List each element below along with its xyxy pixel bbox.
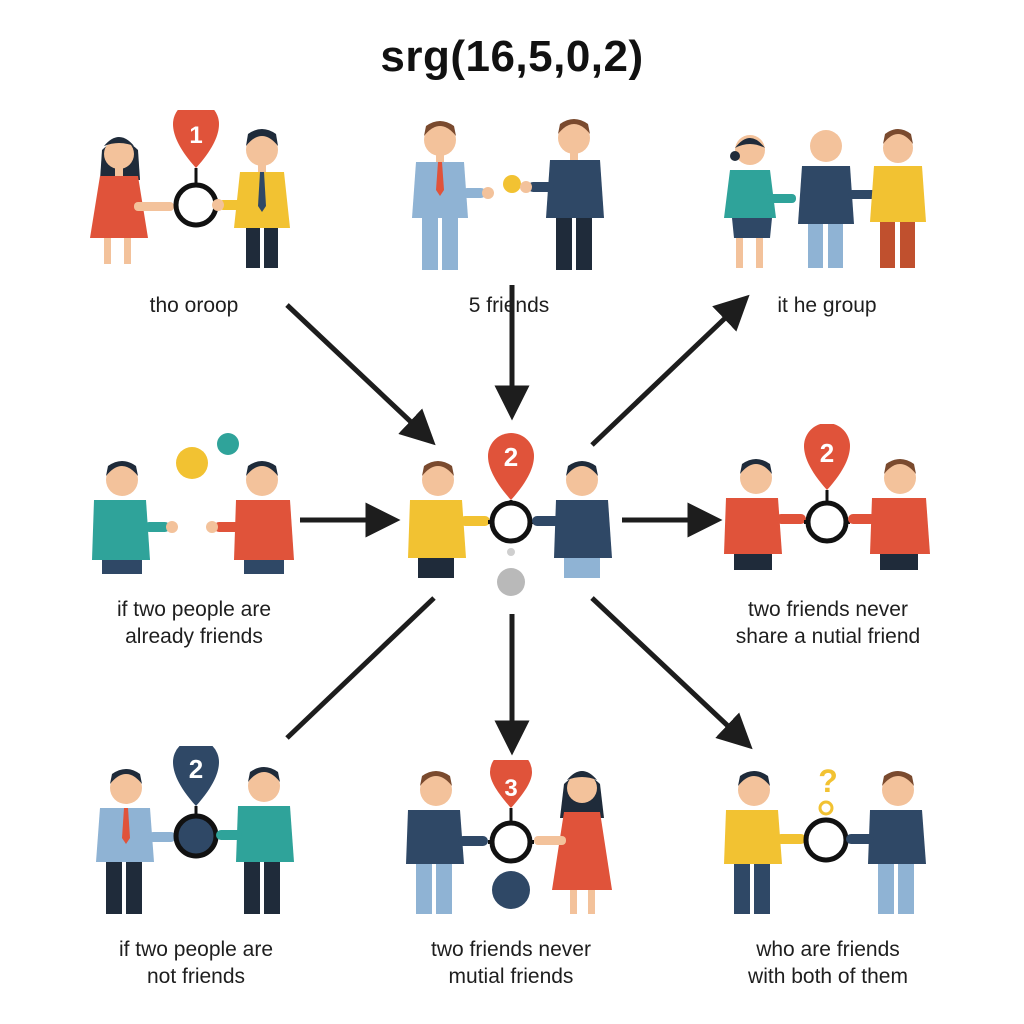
panel-top-left-art: 1 bbox=[90, 110, 290, 268]
panel-bottom-left-art: 2 bbox=[96, 746, 294, 914]
question-ring-icon: ? bbox=[803, 763, 852, 863]
man-teal-figure bbox=[92, 461, 178, 574]
man-navy-figure bbox=[406, 771, 488, 914]
man-yellow-figure bbox=[870, 129, 926, 268]
badge-number: 2 bbox=[189, 754, 203, 784]
man-yellow-figure bbox=[724, 771, 806, 914]
man-suit-figure bbox=[96, 769, 176, 914]
friendship-ring-icon: 2 bbox=[488, 433, 534, 596]
question-mark-icon: ? bbox=[818, 763, 838, 799]
bald-man-figure bbox=[798, 130, 876, 268]
man-navy-figure bbox=[532, 461, 612, 578]
caption-line: if two people are bbox=[116, 598, 272, 621]
caption-line: two friends never bbox=[748, 598, 908, 621]
line-center-to-bottom-left bbox=[285, 596, 436, 740]
man-suit-figure bbox=[412, 121, 494, 270]
caption-line: if two people are bbox=[118, 938, 274, 961]
panel-top-center-art bbox=[412, 119, 604, 270]
panel-middle-right-art: 2 bbox=[724, 424, 930, 570]
page-title: srg(16,5,0,2) bbox=[380, 32, 644, 81]
teal-dot-icon bbox=[217, 433, 239, 455]
caption-line: not friends bbox=[146, 965, 246, 988]
caption-bottom-center: two friends never mutial friends bbox=[392, 936, 630, 990]
caption-line: 5 friends bbox=[468, 294, 550, 317]
caption-top-center: 5 friends bbox=[402, 292, 616, 319]
caption-line: it he group bbox=[777, 294, 877, 317]
man-teal-figure bbox=[216, 767, 294, 914]
caption-top-left: tho oroop bbox=[82, 292, 306, 319]
friendship-ring-icon: 3 bbox=[488, 760, 534, 909]
arrow-top-left-to-center bbox=[285, 303, 436, 446]
girl-teal-figure bbox=[724, 135, 796, 268]
man-orange-figure-right bbox=[848, 459, 930, 570]
panel-bottom-right-art: ? bbox=[724, 763, 926, 914]
man-yellow-figure bbox=[408, 461, 490, 578]
friendship-ring-icon: 2 bbox=[173, 746, 219, 859]
panel-bottom-center-art: 3 bbox=[406, 760, 612, 914]
panel-top-right-art bbox=[724, 129, 926, 268]
woman-figure bbox=[90, 137, 174, 264]
badge-number: 2 bbox=[504, 442, 518, 472]
yellow-dot-icon bbox=[176, 447, 208, 479]
badge-number: 2 bbox=[820, 438, 834, 468]
caption-middle-left: if two people are already friends bbox=[88, 596, 300, 650]
man-orange-figure bbox=[206, 461, 294, 574]
caption-line: with both of them bbox=[748, 965, 908, 988]
caption-line: tho oroop bbox=[149, 294, 239, 317]
arrow-center-to-bottom-right bbox=[590, 596, 753, 750]
caption-line: mutial friends bbox=[448, 965, 574, 988]
caption-bottom-right: who are friends with both of them bbox=[712, 936, 944, 990]
caption-line: who are friends bbox=[756, 938, 900, 961]
panel-middle-left-art bbox=[92, 433, 294, 574]
caption-line: share a nutial friend bbox=[735, 625, 921, 648]
badge-number: 3 bbox=[504, 775, 517, 802]
yellow-dot-icon bbox=[503, 175, 521, 193]
panel-center-art: 2 bbox=[408, 433, 612, 596]
man-figure bbox=[212, 129, 290, 268]
man-orange-figure bbox=[724, 459, 806, 570]
badge-number: 1 bbox=[189, 122, 202, 149]
caption-middle-right: two friends never share a nutial friend bbox=[702, 596, 954, 650]
caption-bottom-left: if two people are not friends bbox=[82, 936, 310, 990]
man-navy-figure bbox=[520, 119, 604, 270]
friendship-ring-icon: 2 bbox=[804, 424, 850, 544]
woman-figure bbox=[534, 771, 612, 914]
caption-line: two friends never bbox=[431, 938, 591, 961]
friendship-ring-icon: 1 bbox=[173, 110, 219, 228]
caption-line: already friends bbox=[125, 625, 263, 648]
arrow-center-to-top-right bbox=[590, 294, 750, 447]
man-navy-figure bbox=[846, 771, 926, 914]
caption-top-right: it he group bbox=[722, 292, 932, 319]
